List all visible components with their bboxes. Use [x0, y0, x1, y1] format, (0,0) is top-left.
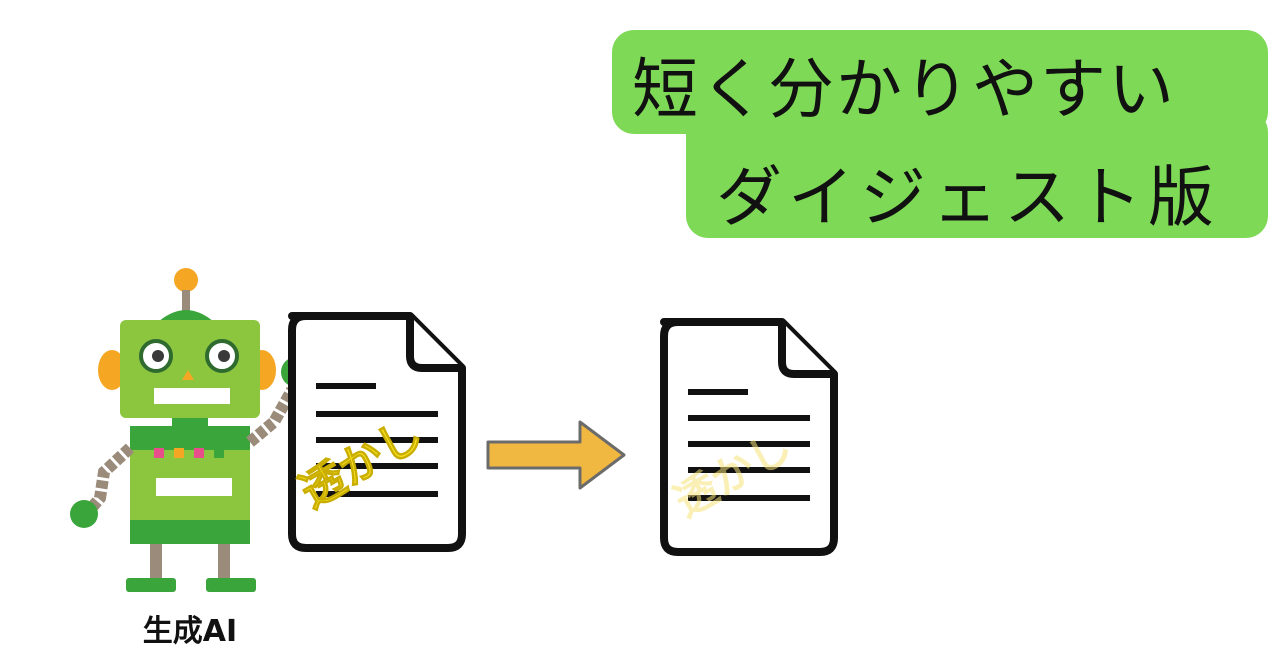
banner-title-line-1: 短く分かりやすい [632, 51, 1176, 128]
document-watermark-faded [660, 318, 838, 556]
robot-illustration [70, 268, 311, 592]
robot-label: 生成AI [142, 614, 238, 649]
arrow-right-icon [486, 420, 626, 490]
document-with-watermark [288, 312, 466, 552]
banner-background-bottom [686, 110, 1268, 238]
banner-title-line-2: ダイジェスト版 [716, 159, 1220, 236]
